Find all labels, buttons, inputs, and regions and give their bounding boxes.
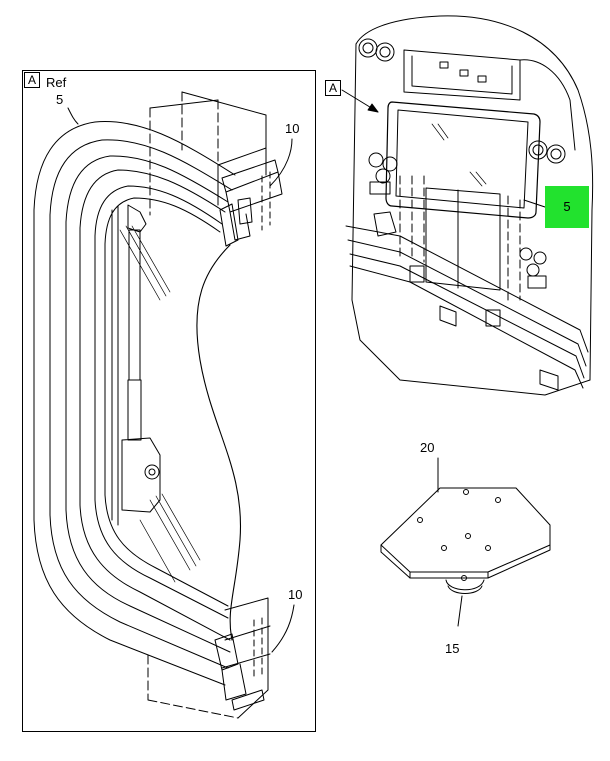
item-20-label[interactable]: 20	[420, 440, 435, 455]
view-a-label-right: A	[325, 80, 341, 96]
bus-leaders	[341, 89, 546, 208]
item-5-hotspot[interactable]: 5	[545, 186, 589, 228]
bus-rear-drawing	[345, 15, 594, 396]
item-10-top-label[interactable]: 10	[285, 121, 300, 136]
window-detail-drawing	[33, 91, 283, 719]
item-10-bottom-label[interactable]: 10	[288, 587, 303, 602]
view-a-label-left: A	[24, 72, 40, 88]
ref-label: Ref	[46, 75, 67, 90]
mounting-pad-drawing	[380, 457, 551, 627]
detail-view-frame	[22, 70, 316, 732]
ref-item-5-label[interactable]: 5	[56, 92, 64, 107]
item-15-label[interactable]: 15	[445, 641, 460, 656]
leader-lines-left	[67, 107, 295, 653]
